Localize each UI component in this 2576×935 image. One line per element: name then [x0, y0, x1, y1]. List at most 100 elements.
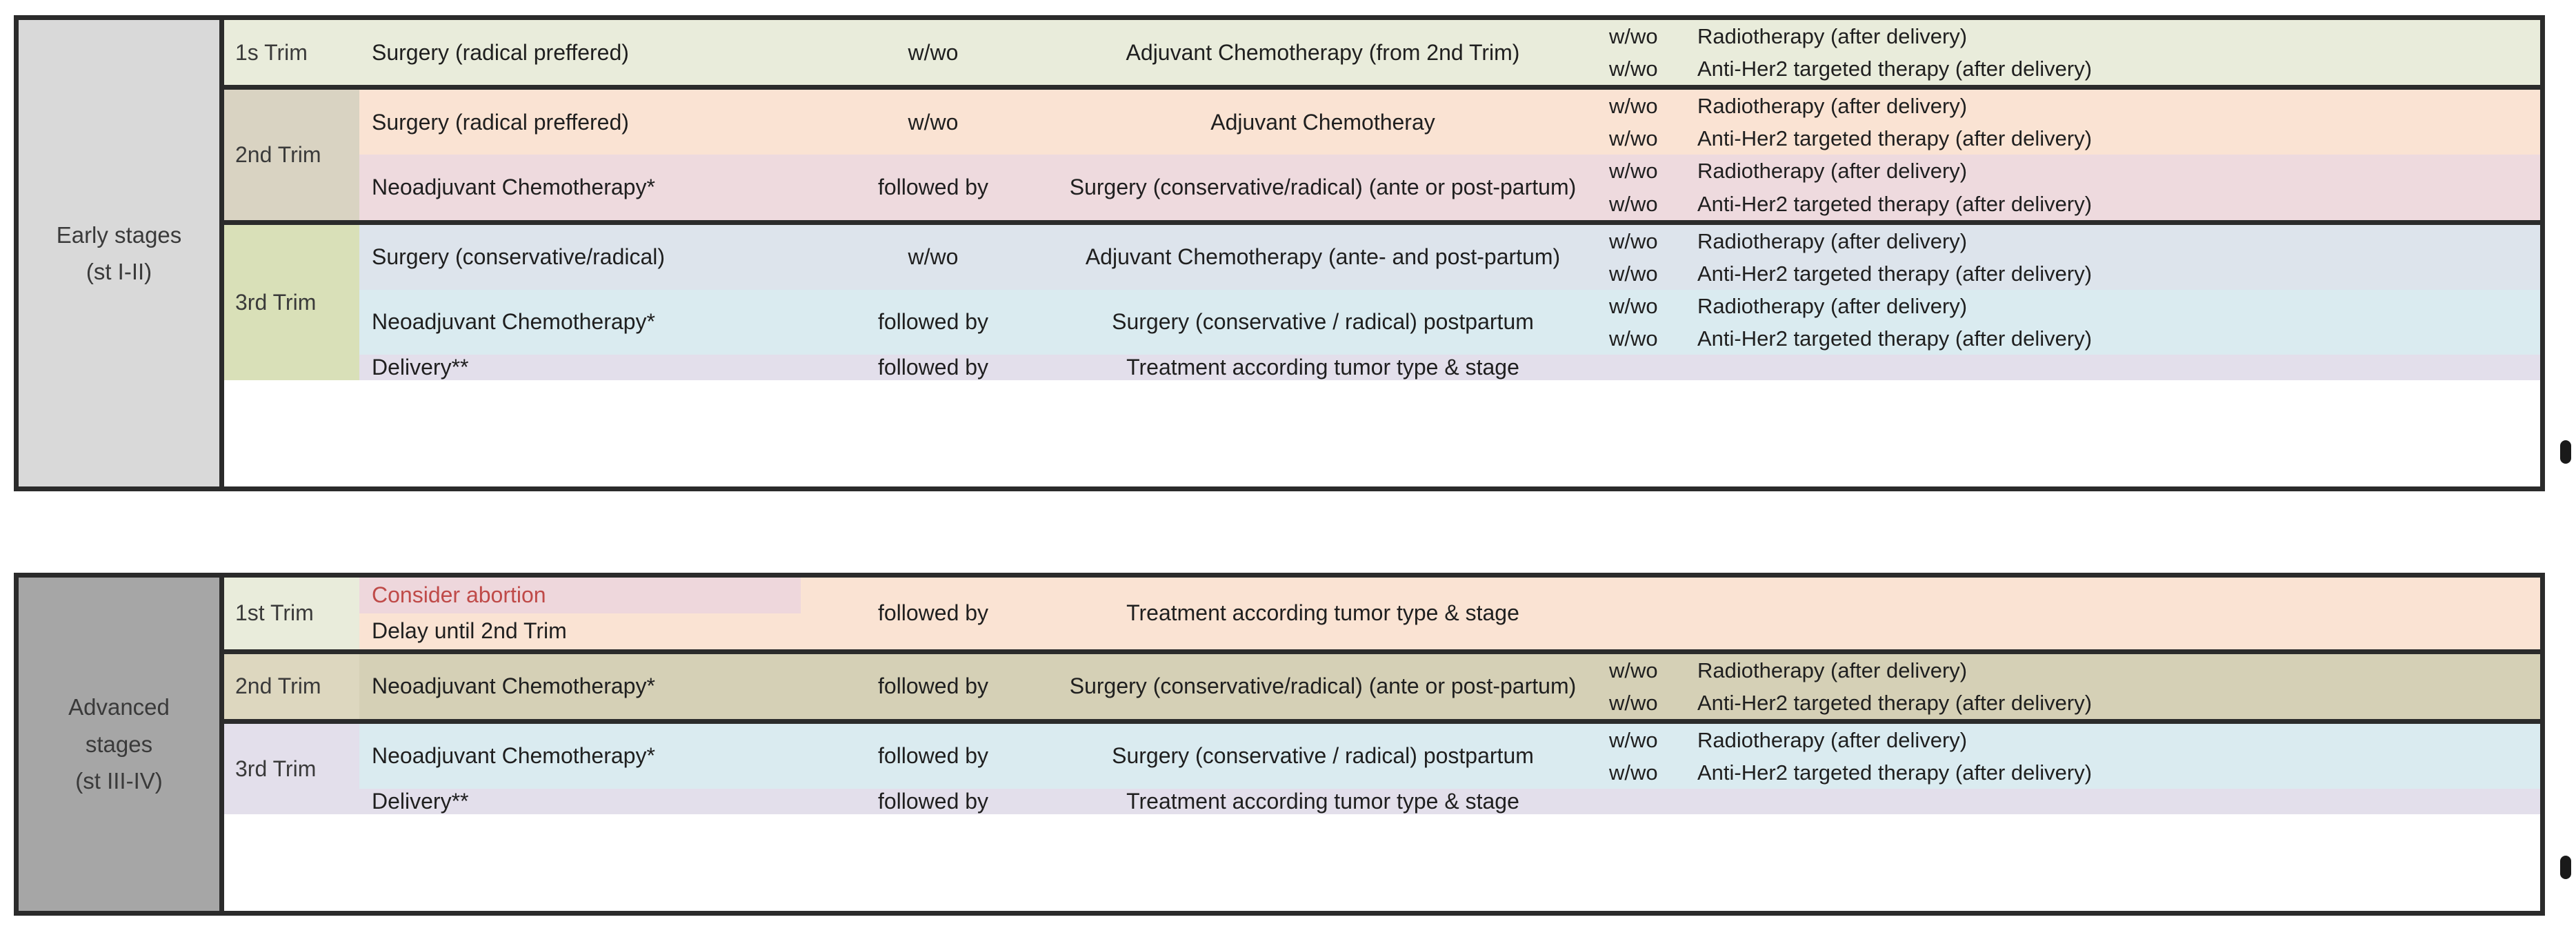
primary-treatment: Delivery** — [372, 355, 469, 380]
adjunct-therapy-name: Anti-Her2 targeted therapy (after delive… — [1697, 126, 2093, 151]
adjunct-therapy-name: Radiotherapy (after delivery) — [1697, 228, 1968, 253]
with-or-without-label: w/wo — [1609, 690, 1658, 715]
connector-label: followed by — [877, 175, 989, 200]
adjunct-therapy-name: Anti-Her2 targeted therapy (after delive… — [1697, 261, 2093, 286]
with-or-without-label: w/wo — [1609, 760, 1658, 785]
delay-option: Delay until 2nd Trim — [372, 618, 567, 643]
adjunct-therapy-name: Anti-Her2 targeted therapy (after delive… — [1697, 760, 2093, 785]
adjunct-therapy-item: w/wo Anti-Her2 targeted therapy (after de… — [1609, 257, 2540, 290]
trimester-group: 3rd Trim Surgery (conservative/radical) w/… — [224, 224, 2540, 381]
stage-label-early: Early stages(st I-II) — [19, 20, 224, 486]
with-or-without-label: w/wo — [1609, 24, 1658, 48]
secondary-treatment: Surgery (conservative/radical) (ante or … — [1069, 175, 1577, 200]
right-edge-nub-lower — [2560, 856, 2571, 879]
connector-label: followed by — [877, 309, 989, 335]
with-or-without-label: w/wo — [1609, 261, 1658, 286]
adjunct-therapy-name: Anti-Her2 targeted therapy (after delive… — [1697, 191, 2093, 216]
with-or-without-label: w/wo — [1609, 293, 1658, 318]
primary-treatment: Surgery (radical preffered) — [372, 109, 629, 135]
secondary-treatment: Treatment according tumor type & stage — [1126, 789, 1519, 814]
adjunct-therapy-item: w/wo Radiotherapy (after delivery) — [1609, 20, 2540, 52]
treatment-row: Neoadjuvant Chemotherapy* followed by Surg… — [359, 723, 2540, 789]
primary-treatment: Surgery (conservative/radical) — [372, 244, 666, 270]
primary-treatment: Neoadjuvant Chemotherapy* — [372, 673, 655, 699]
connector-label: followed by — [877, 355, 989, 380]
with-or-without-label: w/wo — [1609, 126, 1658, 151]
trimester-label: 2nd Trim — [224, 653, 359, 719]
secondary-treatment: Surgery (conservative / radical) postpar… — [1112, 743, 1534, 769]
primary-treatment: Neoadjuvant Chemotherapy* — [372, 309, 655, 335]
with-or-without-label: w/wo — [1609, 159, 1658, 184]
adjunct-therapy-name: Radiotherapy (after delivery) — [1697, 24, 1968, 48]
secondary-treatment: Adjuvant Chemotherapy (ante- and post-pa… — [1085, 244, 1561, 270]
trimester-group: 3rd Trim Neoadjuvant Chemotherapy* followe… — [224, 723, 2540, 815]
with-or-without-label: w/wo — [1609, 326, 1658, 351]
stage-label-line: (st I-II) — [86, 259, 152, 284]
trimester-label: 3rd Trim — [224, 723, 359, 815]
treatment-rows: Neoadjuvant Chemotherapy* followed by Surg… — [359, 723, 2540, 815]
with-or-without-label: w/wo — [1609, 228, 1658, 253]
with-or-without-label: w/wo — [1609, 94, 1658, 119]
consider-abortion-option: Consider abortion — [359, 578, 801, 613]
primary-treatment: Delivery** — [372, 789, 469, 814]
adjunct-therapy-item: w/wo Radiotherapy (after delivery) — [1609, 225, 2540, 257]
connector-label: followed by — [877, 673, 989, 699]
connector-label: w/wo — [908, 244, 959, 270]
adjunct-therapy-item: w/wo Radiotherapy (after delivery) — [1609, 155, 2540, 187]
connector-label: followed by — [877, 743, 989, 769]
stage-label-line: stages — [85, 731, 153, 757]
adjunct-therapy-name: Anti-Her2 targeted therapy (after delive… — [1697, 690, 2093, 715]
adjunct-therapy-name: Radiotherapy (after delivery) — [1697, 727, 1968, 752]
trimester-label: 3rd Trim — [224, 224, 359, 381]
with-or-without-label: w/wo — [1609, 191, 1658, 216]
adjunct-therapy-item: w/wo Anti-Her2 targeted therapy (after de… — [1609, 687, 2540, 719]
with-or-without-label: w/wo — [1609, 57, 1658, 81]
primary-treatment: Neoadjuvant Chemotherapy* — [372, 743, 655, 769]
primary-treatment: Surgery (radical preffered) — [372, 39, 629, 65]
connector-label: followed by — [877, 789, 989, 814]
secondary-treatment: Adjuvant Chemotheray — [1210, 109, 1435, 135]
right-edge-nub-upper — [2560, 440, 2571, 464]
connector-label: followed by — [877, 600, 989, 626]
adjunct-therapy-name: Anti-Her2 targeted therapy (after delive… — [1697, 57, 2093, 81]
with-or-without-label: w/wo — [1609, 658, 1658, 682]
trimester-label: 2nd Trim — [224, 90, 359, 220]
adjunct-therapy-item: w/wo Anti-Her2 targeted therapy (after de… — [1609, 52, 2540, 85]
adjunct-therapy-item: w/wo Anti-Her2 targeted therapy (after de… — [1609, 188, 2540, 220]
connector-label: w/wo — [908, 39, 959, 65]
trimester-group: 2nd Trim Neoadjuvant Chemotherapy* followe… — [224, 653, 2540, 724]
adjunct-therapy-name: Radiotherapy (after delivery) — [1697, 159, 1968, 184]
secondary-treatment: Adjuvant Chemotherapy (from 2nd Trim) — [1126, 39, 1520, 65]
secondary-treatment: Treatment according tumor type & stage — [1126, 355, 1519, 380]
with-or-without-label: w/wo — [1609, 727, 1658, 752]
adjunct-therapy-item: w/wo Anti-Her2 targeted therapy (after de… — [1609, 756, 2540, 789]
stage-label-line: (st III-IV) — [75, 768, 163, 794]
adjunct-therapy-item: w/wo Anti-Her2 targeted therapy (after de… — [1609, 122, 2540, 155]
